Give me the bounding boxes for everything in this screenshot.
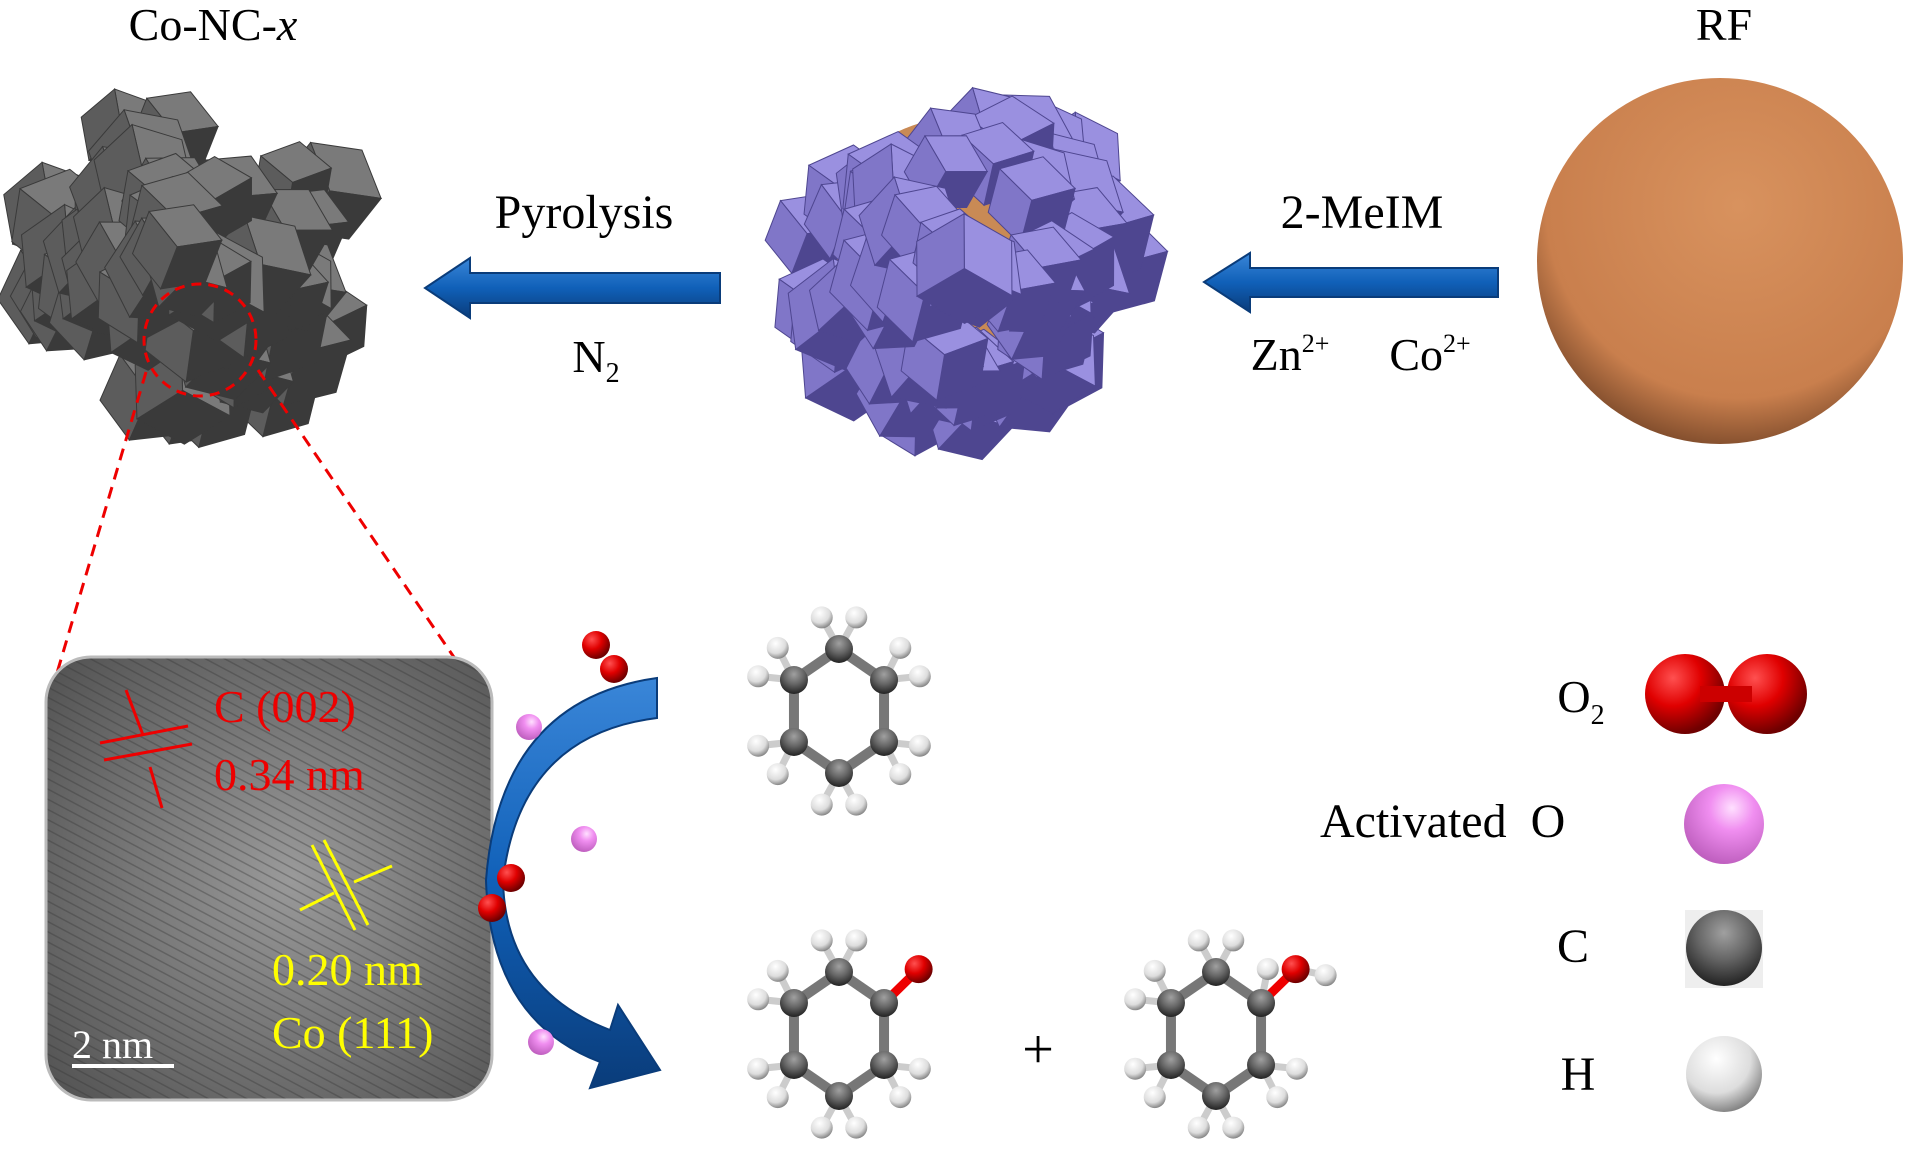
polyhedron-crystal (131, 204, 223, 290)
plus-sign: + (1022, 1019, 1054, 1081)
oxygen-atom (478, 894, 506, 922)
c002-label: C (002) (214, 681, 356, 732)
adsorbed-oxygen-species (478, 631, 628, 1055)
legend-activated-o-icon (1684, 784, 1764, 864)
oxygen-atom (582, 631, 610, 659)
2-meim-label: 2-MeIM (1281, 186, 1444, 239)
pyrolysis-label: Pyrolysis (495, 186, 674, 239)
zif-coated-rf-image (764, 86, 1169, 461)
co-ion-label: Co2+ (1389, 329, 1470, 380)
co111-label: Co (111) (272, 1007, 433, 1058)
legend-c-label: C (1557, 920, 1589, 973)
precursor-title: RF (1696, 0, 1752, 50)
activated-oxygen-atom (571, 826, 597, 852)
legend-carbon-icon (1686, 910, 1762, 986)
activated-oxygen-atom (528, 1029, 554, 1055)
co111-spacing: 0.20 nm (272, 944, 423, 995)
legend-activated-o-label: Activated O (1320, 795, 1565, 848)
cyclohexanone-molecule (747, 929, 933, 1139)
n2-label: N2 (572, 331, 619, 389)
zoom-line-left (47, 371, 148, 701)
c002-marker (99, 689, 193, 809)
oxygen-atom (497, 864, 525, 892)
co111-marker (299, 839, 393, 931)
zoom-region-circle (142, 282, 258, 398)
rf-sphere (1537, 78, 1903, 444)
co-nc-cluster-image (0, 88, 383, 449)
polyhedron-crystal (916, 212, 1013, 324)
legend-h-label: H (1561, 1048, 1596, 1101)
zn-ion-label: Zn2+ (1251, 329, 1330, 380)
legend-hydrogen-icon (1686, 1036, 1762, 1112)
hrtem-image (46, 657, 492, 1100)
legend-o2-label: O2 (1557, 671, 1604, 731)
catalytic-cycle-arrow (484, 676, 662, 1090)
growth-arrow (1202, 251, 1499, 314)
cyclohexanol-molecule (1124, 929, 1337, 1139)
c002-spacing: 0.34 nm (214, 749, 365, 800)
product-title: Co-NC-x (129, 0, 298, 50)
pyrolysis-arrow (423, 256, 721, 320)
oxygen-atom (600, 655, 628, 683)
activated-oxygen-atom (516, 714, 542, 740)
zoom-line-right (256, 369, 464, 670)
scale-bar-label: 2 nm (72, 1022, 153, 1067)
cyclohexane-molecule (747, 606, 931, 816)
legend-o2-icon (1645, 654, 1807, 734)
